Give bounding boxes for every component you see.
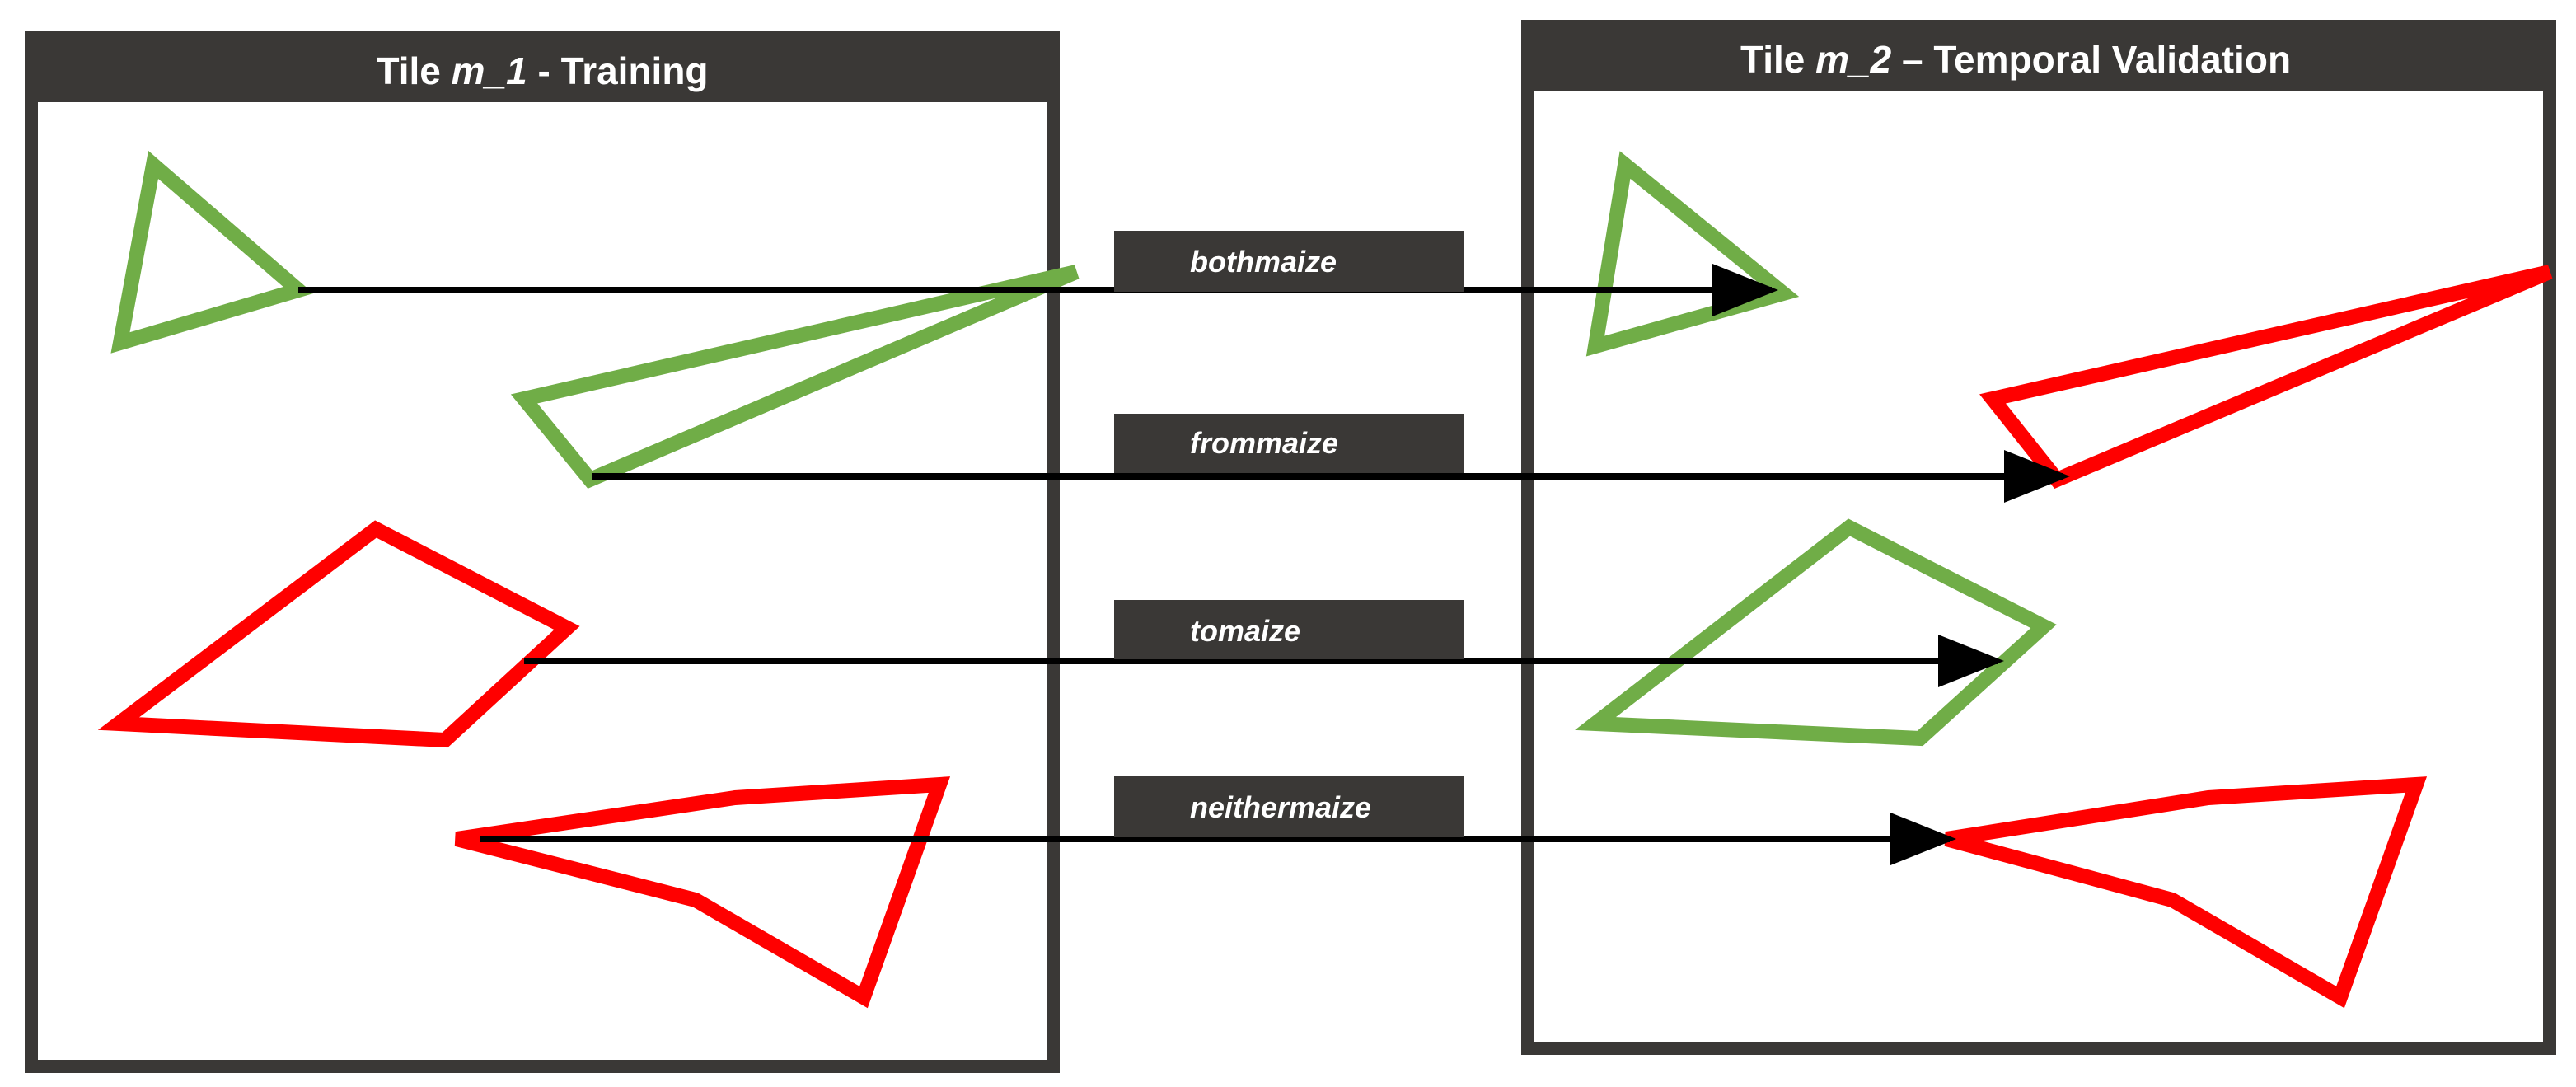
label-box [1114, 600, 1464, 659]
label-frommaize: frommaize [1114, 414, 1464, 473]
right-panel-title: Tile m_2 – Temporal Validation [1740, 38, 2291, 81]
label-neithermaize: neithermaize [1114, 776, 1464, 837]
right-panel-title-bar [1521, 20, 2556, 91]
label-box [1114, 776, 1464, 837]
left-polygons [97, 150, 1080, 1009]
label-tomaize: tomaize [1114, 600, 1464, 659]
left-panel-title: Tile m_1 - Training [376, 49, 708, 92]
left-panel-title-bar [25, 31, 1060, 102]
label-text: neithermaize [1190, 790, 1371, 824]
label-text: bothmaize [1190, 245, 1337, 279]
m1-polygon-neithermaize [454, 776, 951, 1009]
right-panel: Tile m_2 – Temporal Validation [1521, 20, 2556, 1055]
m1-polygon-tomaize [97, 520, 580, 748]
label-text: frommaize [1190, 426, 1338, 460]
m2-polygon-bothmaize [1585, 151, 1800, 357]
m1-polygon-frommaize [510, 265, 1080, 489]
m1-polygon-bothmaize [110, 150, 314, 354]
label-box [1114, 231, 1464, 292]
right-panel-frame [1521, 20, 2556, 1055]
transition-arrows [298, 264, 2070, 865]
label-text: tomaize [1190, 614, 1300, 648]
m2-polygon-frommaize [1979, 265, 2553, 489]
m2-polygon-neithermaize [1944, 776, 2428, 1009]
label-box [1114, 414, 1464, 473]
transition-labels: bothmaize frommaize tomaize neithermaize [1114, 231, 1464, 837]
label-bothmaize: bothmaize [1114, 231, 1464, 292]
